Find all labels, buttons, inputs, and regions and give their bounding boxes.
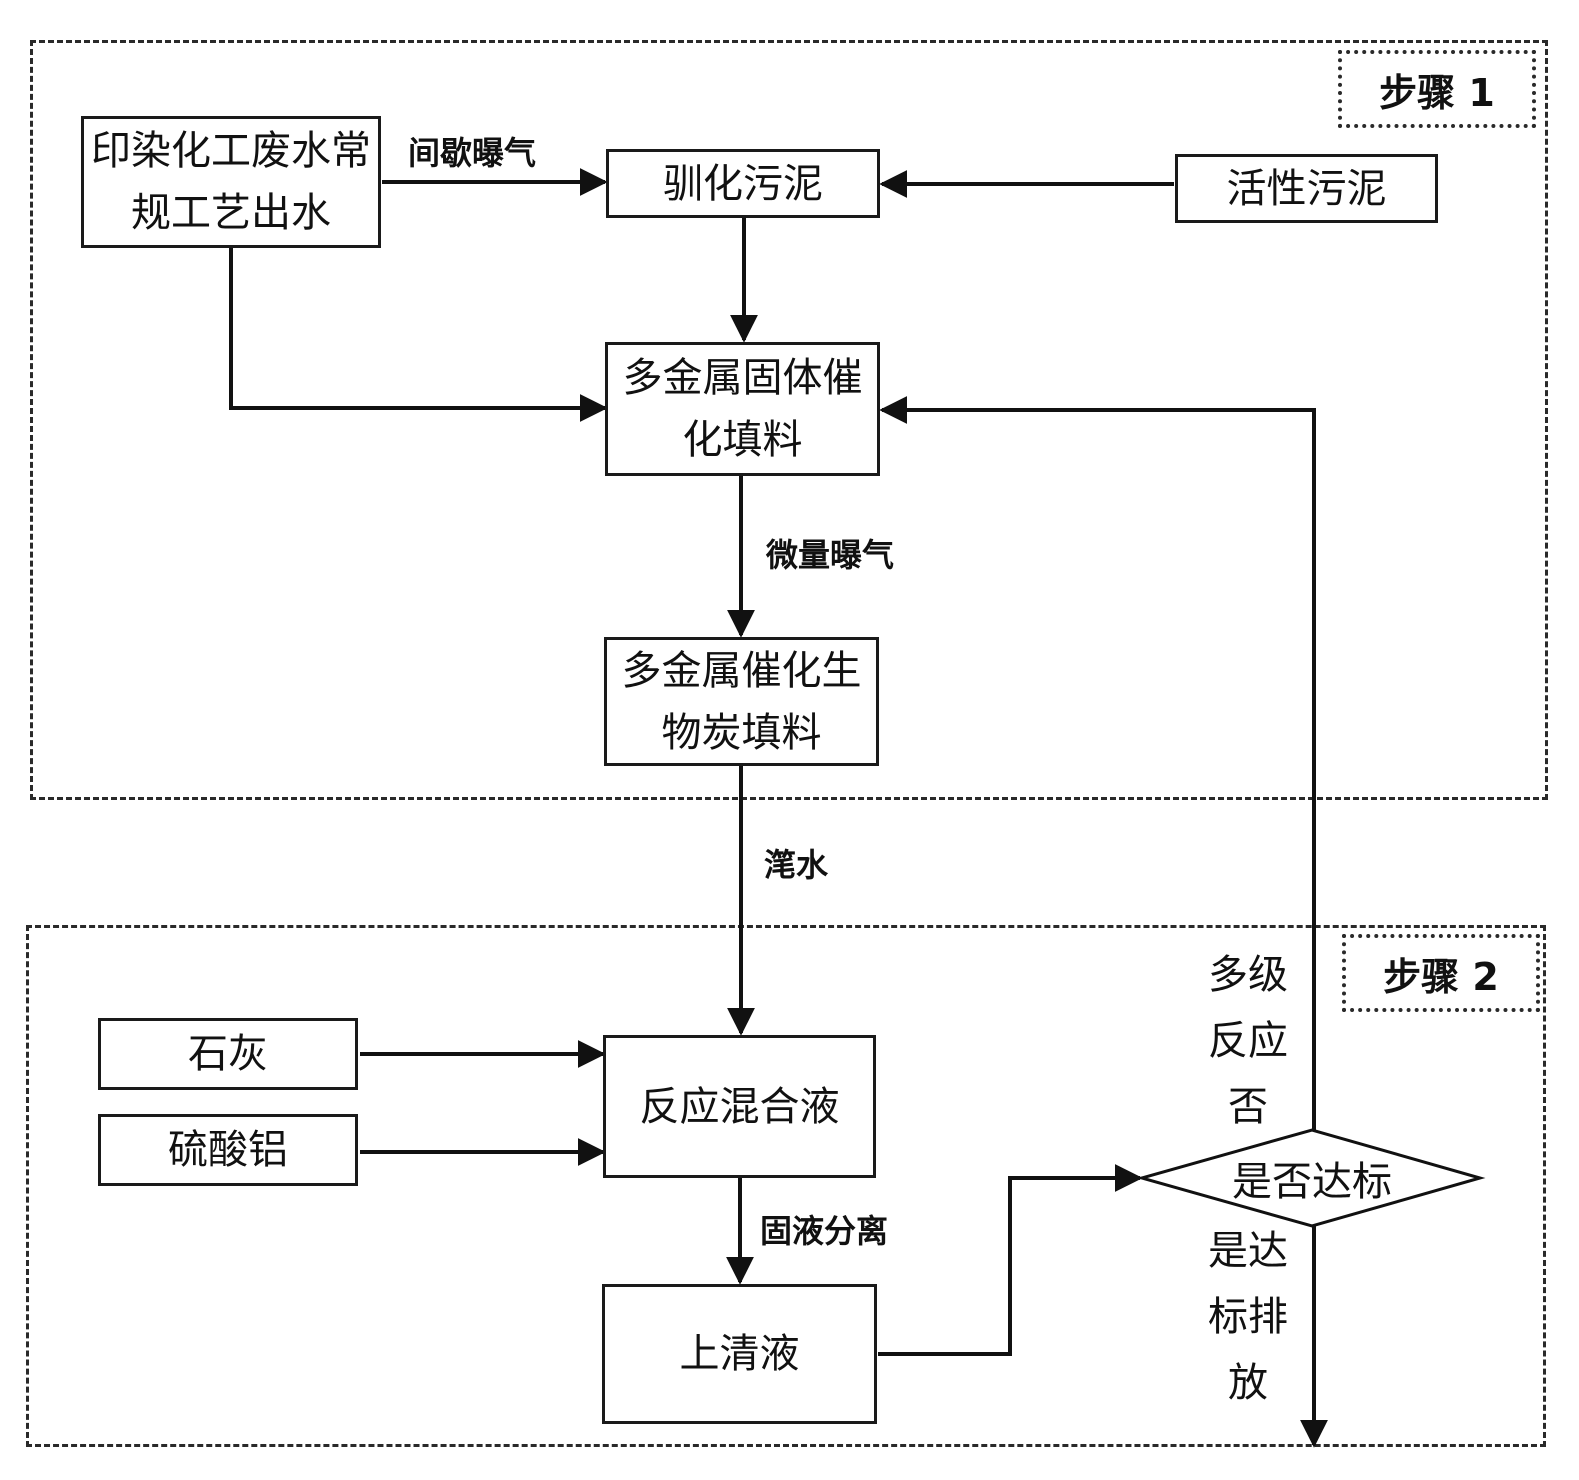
lime-box: 石灰 bbox=[98, 1018, 358, 1090]
acclimated-sludge-box: 驯化污泥 bbox=[606, 149, 880, 218]
step1-region bbox=[30, 40, 1548, 800]
label-intermittent-aeration: 间歇曝气 bbox=[408, 134, 537, 172]
biochar-filler-box: 多金属催化生物炭填料 bbox=[604, 637, 879, 766]
decision-label: 是否达标 bbox=[1232, 1159, 1392, 1205]
arrow-wastewater-to-solid-filler bbox=[229, 248, 608, 422]
solid-catalytic-filler-box: 多金属固体催化填料 bbox=[605, 342, 880, 476]
label-backwash-water: 滗水 bbox=[764, 846, 829, 884]
step2-region bbox=[26, 925, 1546, 1447]
aluminum-sulfate-box: 硫酸铝 bbox=[98, 1114, 358, 1186]
arrow-recycle-to-solid-filler bbox=[879, 396, 1316, 1130]
step1-tag: 步骤 1 bbox=[1338, 50, 1536, 128]
label-solid-liquid-separation: 固液分离 bbox=[760, 1212, 889, 1250]
activated-sludge-box: 活性污泥 bbox=[1175, 154, 1438, 223]
supernatant-box: 上清液 bbox=[602, 1284, 877, 1424]
arrow-supernatant-to-decision bbox=[878, 1164, 1143, 1356]
label-yes-branch: 是达标排放 bbox=[1208, 1228, 1288, 1406]
reaction-mixture-box: 反应混合液 bbox=[603, 1035, 876, 1178]
label-micro-aeration: 微量曝气 bbox=[766, 536, 895, 574]
label-no-branch: 多级反应否 bbox=[1208, 952, 1288, 1130]
decision-diamond bbox=[1136, 1128, 1486, 1228]
step2-tag: 步骤 2 bbox=[1342, 934, 1540, 1012]
wastewater-input-box: 印染化工废水常规工艺出水 bbox=[81, 116, 381, 248]
